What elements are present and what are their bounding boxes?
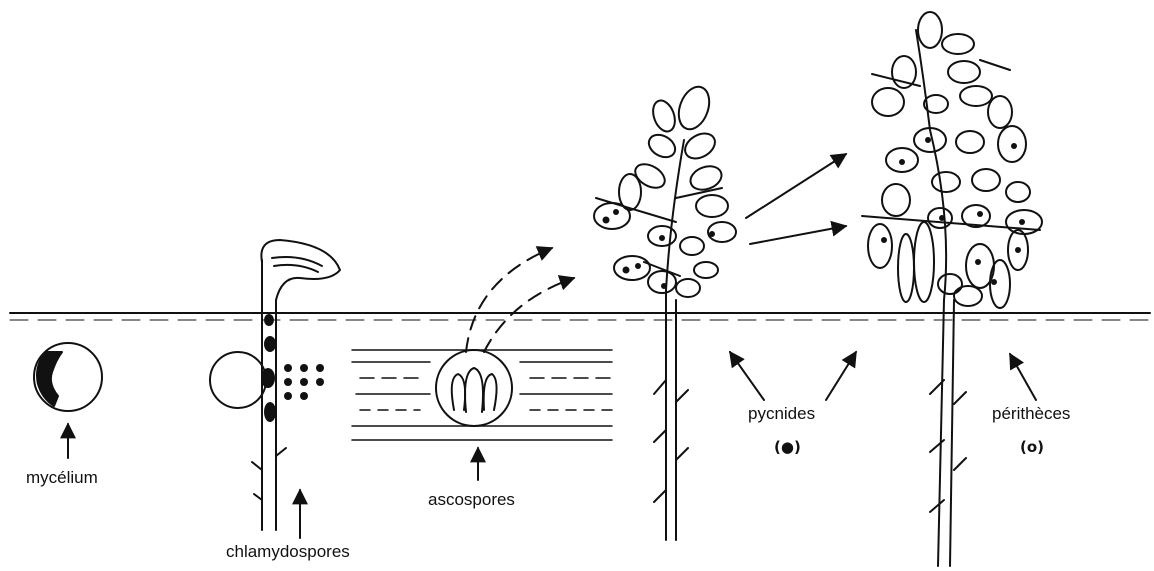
ascospore-discharge-path-2 [484, 278, 574, 352]
crop-residue [352, 350, 612, 440]
ascospore-discharge-path-1 [466, 248, 552, 352]
soil-line [10, 313, 1150, 320]
ascospores-label: ascospores [428, 490, 515, 510]
pycnides-symbol: (●) [774, 438, 801, 456]
peritheces-arrow [1010, 354, 1036, 400]
chlamydospores-label: chlamydospores [226, 542, 350, 562]
mycelium-label: mycélium [26, 468, 98, 488]
pycnidia-spread-arrow-2 [750, 226, 846, 244]
peritheces-symbol: (o) [1020, 438, 1044, 456]
pycnidia-spread-arrow-1 [746, 154, 846, 218]
mycelium-seed [34, 343, 102, 411]
perithecium [436, 350, 512, 426]
peritheces-label: périthèces [992, 404, 1070, 424]
pycnides-arrow-left [730, 352, 764, 400]
chlamydospore-dots [261, 314, 324, 422]
infected-plant-perithecia [862, 12, 1042, 566]
pycnides-label: pycnides [748, 404, 815, 424]
pycnides-arrow-right [826, 352, 856, 400]
infected-plant-pycnidia [594, 83, 736, 540]
